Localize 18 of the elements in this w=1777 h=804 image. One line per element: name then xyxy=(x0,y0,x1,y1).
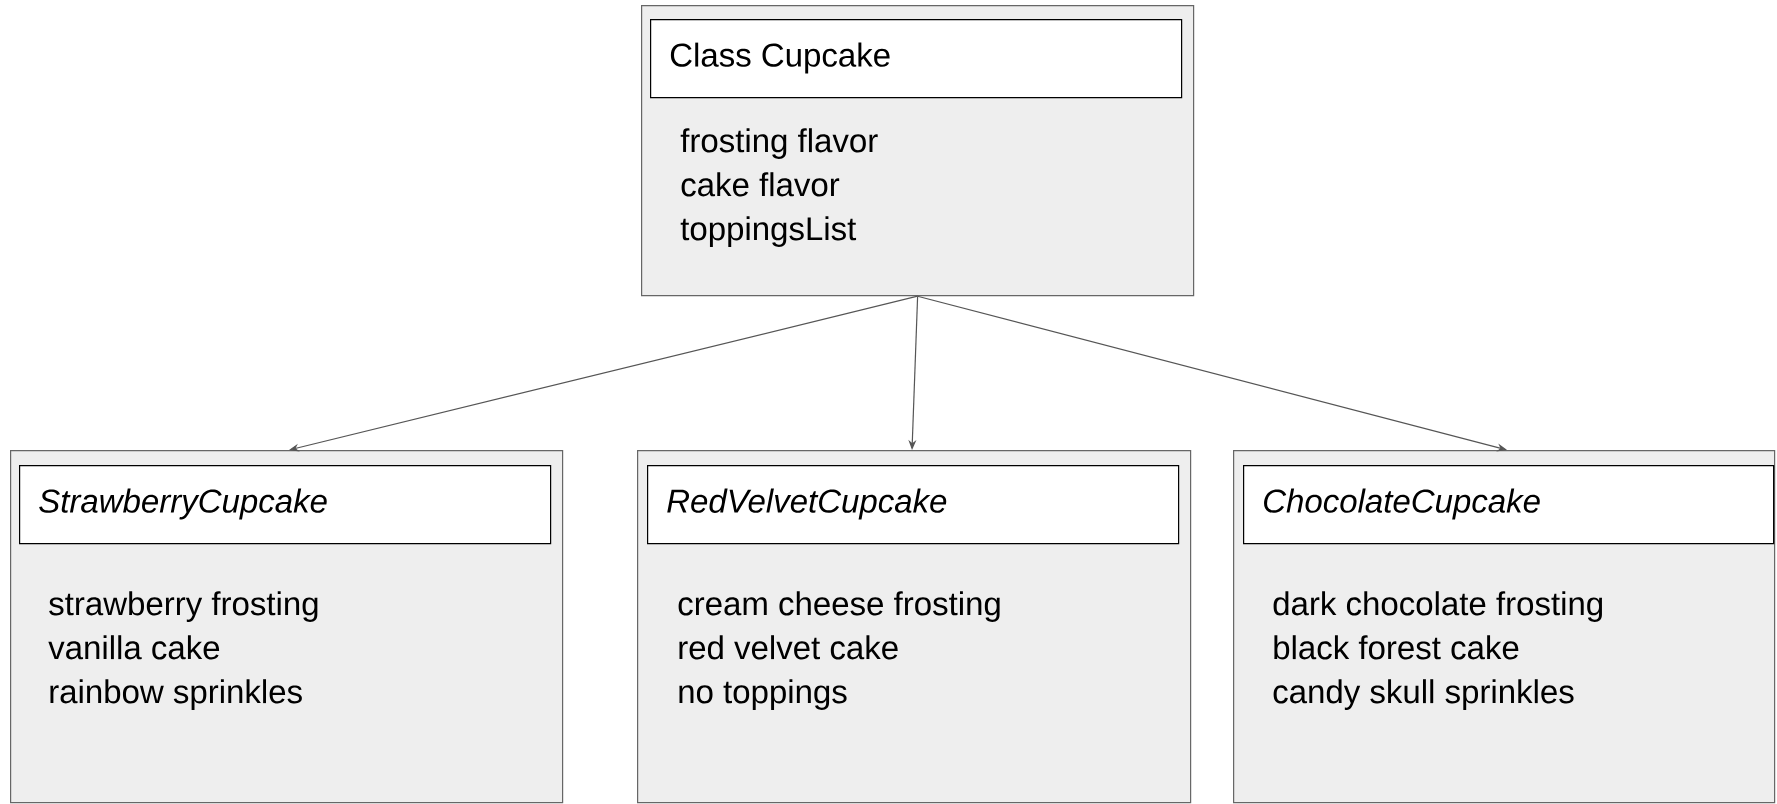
class-name-box: ChocolateCupcake xyxy=(1243,465,1775,545)
attribute-text: cream cheese frosting xyxy=(678,591,1000,622)
class-name-box: StrawberryCupcake xyxy=(19,465,552,545)
attribute-text: frosting flavor xyxy=(680,128,878,159)
attribute-text: rainbow sprinkles xyxy=(50,679,302,710)
attribute-text: toppingsList xyxy=(680,216,857,247)
attribute-text: strawberry frosting xyxy=(49,591,318,622)
attribute-text: no toppings xyxy=(679,679,847,710)
class-name-box: Class Cupcake xyxy=(650,19,1183,99)
class-name-box: RedVelvetCupcake xyxy=(647,465,1180,545)
arrow xyxy=(289,295,919,452)
attribute-text: dark chocolate frosting xyxy=(1273,591,1603,622)
arrow xyxy=(917,295,1507,452)
attribute-text: black forest cake xyxy=(1274,635,1519,660)
attribute-text: cake flavor xyxy=(681,172,840,197)
attribute-text: candy skull sprinkles xyxy=(1273,679,1574,710)
attribute-text: red velvet cake xyxy=(679,635,898,660)
attribute-text: vanilla cake xyxy=(48,635,220,660)
